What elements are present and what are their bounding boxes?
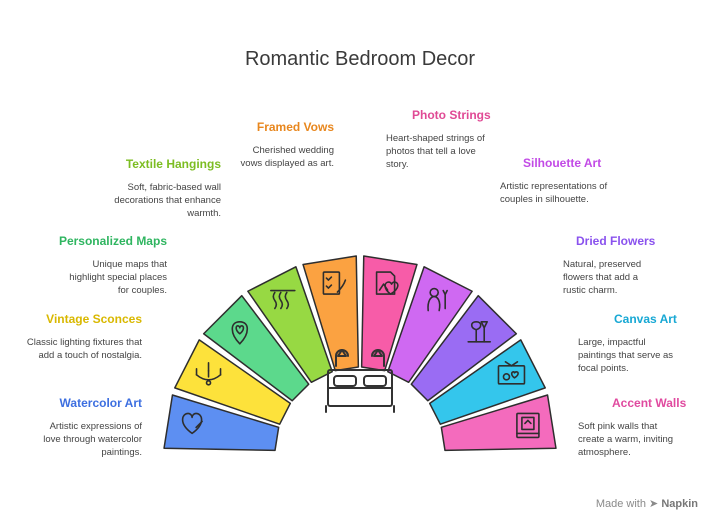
heart-brush-icon [181, 412, 203, 435]
segment-flowers [410, 294, 518, 402]
label-silhouette-art: Silhouette Art [523, 156, 602, 170]
dried-flower-icon [467, 320, 492, 343]
desc-canvas-art: Large, impactful paintings that serve as… [578, 337, 674, 374]
label-accent-walls: Accent Walls [612, 396, 687, 410]
bed-icon [325, 349, 395, 413]
map-pin-icon [231, 320, 249, 345]
label-canvas-art: Canvas Art [614, 312, 677, 326]
segment-maps [202, 294, 310, 402]
segment-canvas [428, 339, 546, 425]
canvas-painting-icon [497, 361, 526, 385]
segment-silhouette [387, 266, 473, 384]
page-title: Romantic Bedroom Decor [244, 48, 476, 70]
desc-framed-vows: Cherished wedding vows displayed as art. [240, 145, 334, 169]
footer-credit: Made with ➤ Napkin [596, 497, 698, 510]
desc-dried-flowers: Natural, preserved flowers that add a ru… [563, 259, 642, 296]
label-textile-hangings: Textile Hangings [125, 157, 221, 171]
desc-watercolor-art: Artistic expressions of love through wat… [43, 421, 142, 458]
segment-sconces [174, 339, 292, 425]
label-watercolor-art: Watercolor Art [59, 396, 142, 410]
segment-vows [302, 255, 360, 372]
tapestry-icon [270, 289, 296, 310]
desc-silhouette-art: Artistic representations of couples in s… [500, 181, 608, 205]
napkin-logo-icon: ➤ [649, 498, 659, 510]
document-signature-icon [322, 271, 347, 295]
photo-heart-icon [375, 271, 399, 295]
desc-accent-walls: Soft pink walls that create a warm, invi… [578, 421, 674, 458]
chandelier-icon [195, 362, 222, 386]
framed-wall-icon [516, 412, 540, 439]
footer-brand: Napkin [661, 498, 698, 510]
segment-watercolor [163, 394, 280, 452]
couple-silhouette-icon [427, 287, 448, 312]
label-framed-vows: Framed Vows [256, 120, 334, 134]
label-vintage-sconces: Vintage Sconces [46, 312, 142, 326]
desc-vintage-sconces: Classic lighting fixtures that add a tou… [26, 337, 142, 361]
label-photo-strings: Photo Strings [412, 108, 491, 122]
footer-prefix: Made with [595, 498, 646, 510]
segment-textile [247, 266, 333, 384]
label-personalized-maps: Personalized Maps [58, 234, 167, 248]
desc-photo-strings: Heart-shaped strings of photos that tell… [386, 133, 485, 170]
desc-textile-hangings: Soft, fabric-based wall decorations that… [114, 182, 221, 219]
segment-accent [440, 394, 557, 452]
label-dried-flowers: Dried Flowers [576, 234, 656, 248]
desc-personalized-maps: Unique maps that highlight special place… [69, 259, 167, 296]
